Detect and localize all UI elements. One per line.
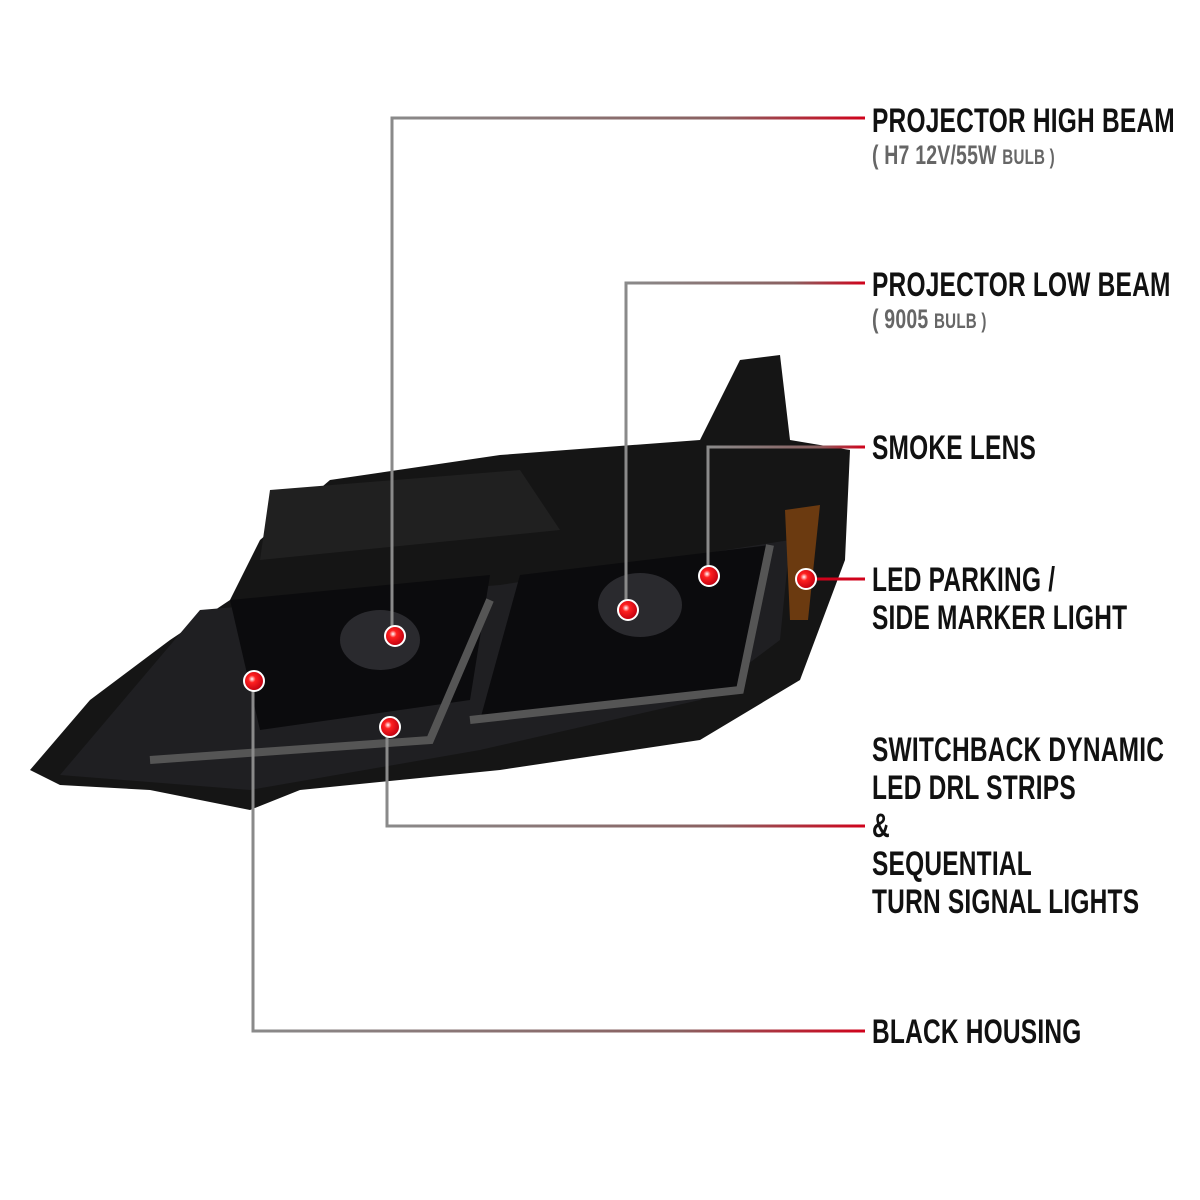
callout-line: TURN SIGNAL LIGHTS [872, 883, 1140, 921]
callout-line: LED PARKING / [872, 561, 1056, 599]
leader-lines [251, 116, 865, 1033]
drl-strip-marker [379, 716, 401, 738]
callout-low-beam: PROJECTOR LOW BEAM ( 9005 BULB ) [872, 266, 1171, 337]
housing-marker [243, 670, 265, 692]
bulb-spec: ( 9005 [872, 304, 929, 334]
low-beam-marker [617, 599, 639, 621]
callout-drl-strips: SWITCHBACK DYNAMIC LED DRL STRIPS & SEQU… [872, 731, 1164, 921]
callout-line: SIDE MARKER LIGHT [872, 599, 1128, 637]
parking-light-marker [795, 568, 817, 590]
headlight-icon [30, 355, 850, 810]
callout-line: SWITCHBACK DYNAMIC [872, 731, 1165, 769]
callout-high-beam: PROJECTOR HIGH BEAM ( H7 12V/55W BULB ) [872, 102, 1175, 173]
bulb-suffix: BULB ) [934, 310, 987, 333]
callout-subtitle: ( 9005 BULB ) [872, 304, 1171, 337]
callout-black-housing: BLACK HOUSING [872, 1013, 1082, 1051]
smoke-lens-marker [698, 565, 720, 587]
callout-line: SEQUENTIAL [872, 845, 1032, 883]
bulb-spec: ( H7 12V/55W [872, 140, 997, 170]
high-beam-marker [384, 625, 406, 647]
callout-line: & [872, 807, 890, 845]
callout-title: SMOKE LENS [872, 429, 1037, 467]
callout-title: BLACK HOUSING [872, 1013, 1082, 1051]
callout-smoke-lens: SMOKE LENS [872, 429, 1036, 467]
callout-dots [243, 565, 817, 738]
callout-parking-light: LED PARKING / SIDE MARKER LIGHT [872, 561, 1127, 637]
callout-subtitle: ( H7 12V/55W BULB ) [872, 140, 1175, 173]
callout-title: PROJECTOR LOW BEAM [872, 266, 1171, 304]
callout-title: PROJECTOR HIGH BEAM [872, 102, 1175, 140]
bulb-suffix: BULB ) [1002, 146, 1055, 169]
callout-line: LED DRL STRIPS [872, 769, 1076, 807]
